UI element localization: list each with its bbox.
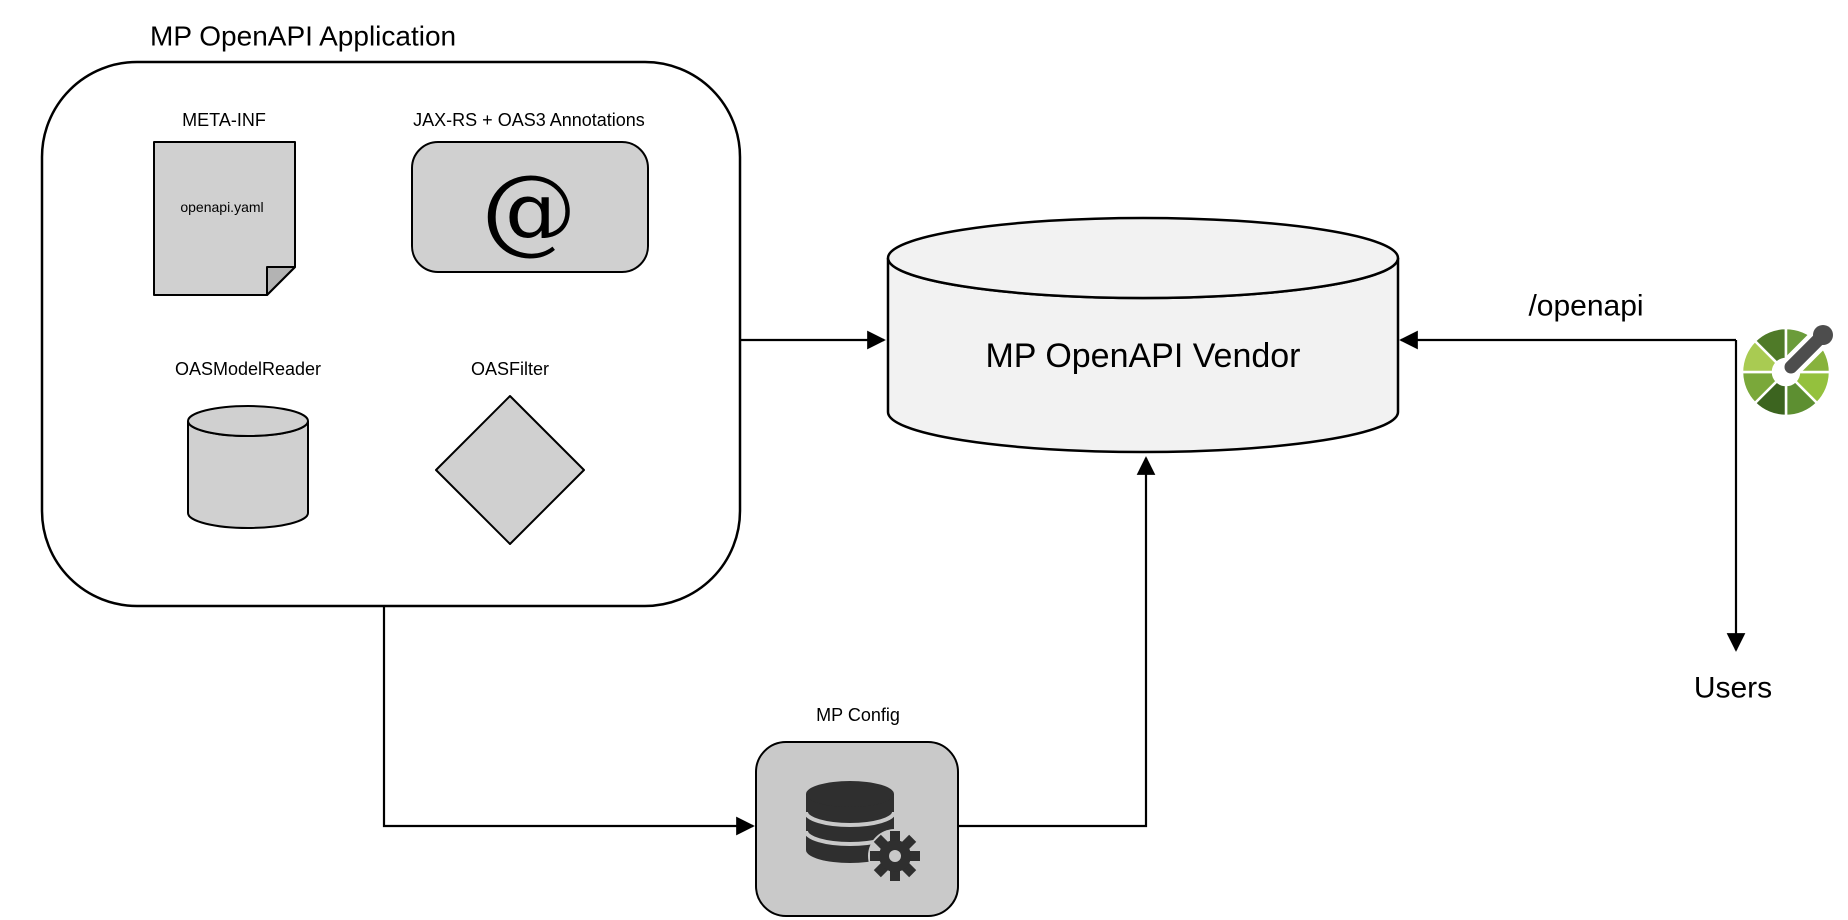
database-icon-top xyxy=(806,781,894,807)
arrow-config-to-vendor xyxy=(958,456,1156,828)
flow-group: /openapi Users xyxy=(1528,290,1837,705)
filter-group: OASFilter xyxy=(435,359,585,545)
users-label: Users xyxy=(1694,672,1772,705)
model-reader-cylinder-top xyxy=(187,405,309,437)
openapi-logo-icon xyxy=(1740,321,1837,418)
gear-tooth xyxy=(890,869,900,881)
meta-inf-file-name: openapi.yaml xyxy=(180,199,263,215)
connectors xyxy=(382,330,1746,836)
gear-tooth xyxy=(870,851,882,861)
app-container: MP OpenAPI Application META-INF openapi.… xyxy=(40,21,742,608)
logo-handle-knob xyxy=(1813,325,1833,345)
meta-inf-label: META-INF xyxy=(182,110,266,130)
gear-hole xyxy=(889,850,901,862)
gear-tooth xyxy=(908,851,920,861)
database-icon-band xyxy=(804,811,896,827)
document-fold-corner xyxy=(266,266,296,296)
endpoint-label: /openapi xyxy=(1528,290,1643,323)
meta-inf-group: META-INF openapi.yaml xyxy=(153,110,296,296)
vendor-label: MP OpenAPI Vendor xyxy=(985,337,1300,375)
model-reader-label: OASModelReader xyxy=(175,359,321,379)
app-container-box xyxy=(40,60,742,608)
model-reader-group: OASModelReader xyxy=(175,359,321,529)
app-title: MP OpenAPI Application xyxy=(150,21,456,52)
config-label: MP Config xyxy=(816,705,900,725)
logo-handle xyxy=(1784,332,1826,374)
vendor-cylinder-top xyxy=(886,216,1400,300)
gear-tooth xyxy=(890,831,900,843)
filter-diamond-icon xyxy=(435,395,585,545)
config-group: MP Config xyxy=(755,705,959,917)
annotations-box xyxy=(411,141,649,273)
model-reader-cylinder-body xyxy=(187,420,309,529)
arrow-app-to-config xyxy=(382,606,755,836)
vendor-group: MP OpenAPI Vendor xyxy=(886,216,1400,454)
at-symbol-icon: @ xyxy=(482,155,577,265)
filter-label: OASFilter xyxy=(471,359,549,379)
annotations-label: JAX-RS + OAS3 Annotations xyxy=(413,110,645,130)
annotations-group: JAX-RS + OAS3 Annotations @ xyxy=(411,110,649,273)
database-gear-icon xyxy=(804,781,922,883)
gear-icon xyxy=(868,829,922,883)
